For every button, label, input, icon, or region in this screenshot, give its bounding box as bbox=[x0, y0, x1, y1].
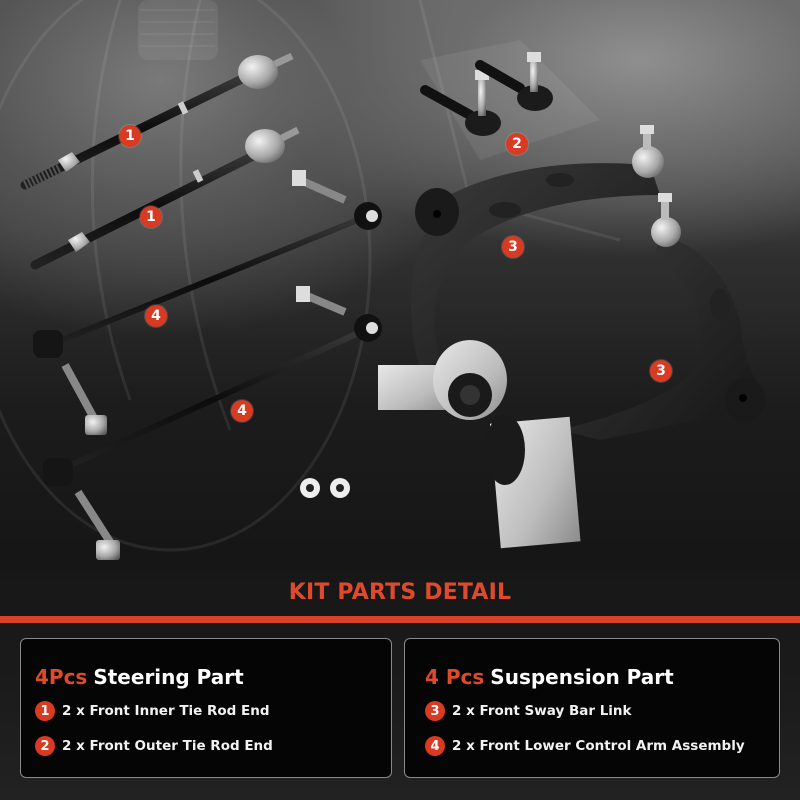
control-arm-2 bbox=[485, 193, 765, 549]
part-badge-3b: 3 bbox=[650, 360, 672, 382]
outer-tie-rod-ends bbox=[420, 52, 553, 136]
list-item: 4 2 x Front Lower Control Arm Assembly bbox=[425, 736, 745, 756]
inner-tie-rod-2 bbox=[30, 126, 300, 270]
part-badge-4a: 4 bbox=[145, 305, 167, 327]
sway-bar-link-1 bbox=[33, 170, 382, 435]
washers bbox=[300, 478, 350, 498]
part-badge-4b: 4 bbox=[231, 400, 253, 422]
item-text: 2 x Front Sway Bar Link bbox=[452, 703, 632, 719]
background-suspension-illustration bbox=[0, 0, 621, 552]
number-badge: 1 bbox=[35, 701, 55, 721]
sway-bar-link-2 bbox=[43, 286, 382, 560]
suspension-qty: 4 Pcs bbox=[425, 665, 485, 689]
item-text: 2 x Front Outer Tie Rod End bbox=[62, 738, 273, 754]
list-item: 1 2 x Front Inner Tie Rod End bbox=[35, 701, 270, 721]
part-badge-2: 2 bbox=[506, 133, 528, 155]
number-badge: 3 bbox=[425, 701, 445, 721]
item-text: 2 x Front Lower Control Arm Assembly bbox=[452, 738, 745, 754]
product-photo: 1 1 2 3 3 4 4 bbox=[0, 0, 800, 580]
list-item: 3 2 x Front Sway Bar Link bbox=[425, 701, 632, 721]
control-arm-1 bbox=[378, 125, 664, 420]
parts-illustration bbox=[20, 52, 765, 560]
inner-tie-rod-1 bbox=[20, 52, 294, 190]
part-badge-1b: 1 bbox=[140, 206, 162, 228]
accent-divider bbox=[0, 616, 800, 623]
steering-label: Steering Part bbox=[93, 665, 244, 689]
steering-qty: 4Pcs bbox=[35, 665, 88, 689]
list-item: 2 2 x Front Outer Tie Rod End bbox=[35, 736, 273, 756]
number-badge: 4 bbox=[425, 736, 445, 756]
item-text: 2 x Front Inner Tie Rod End bbox=[62, 703, 270, 719]
part-badge-1a: 1 bbox=[119, 125, 141, 147]
suspension-label: Suspension Part bbox=[490, 665, 674, 689]
number-badge: 2 bbox=[35, 736, 55, 756]
part-badge-3a: 3 bbox=[502, 236, 524, 258]
section-title: KIT PARTS DETAIL bbox=[288, 580, 512, 605]
